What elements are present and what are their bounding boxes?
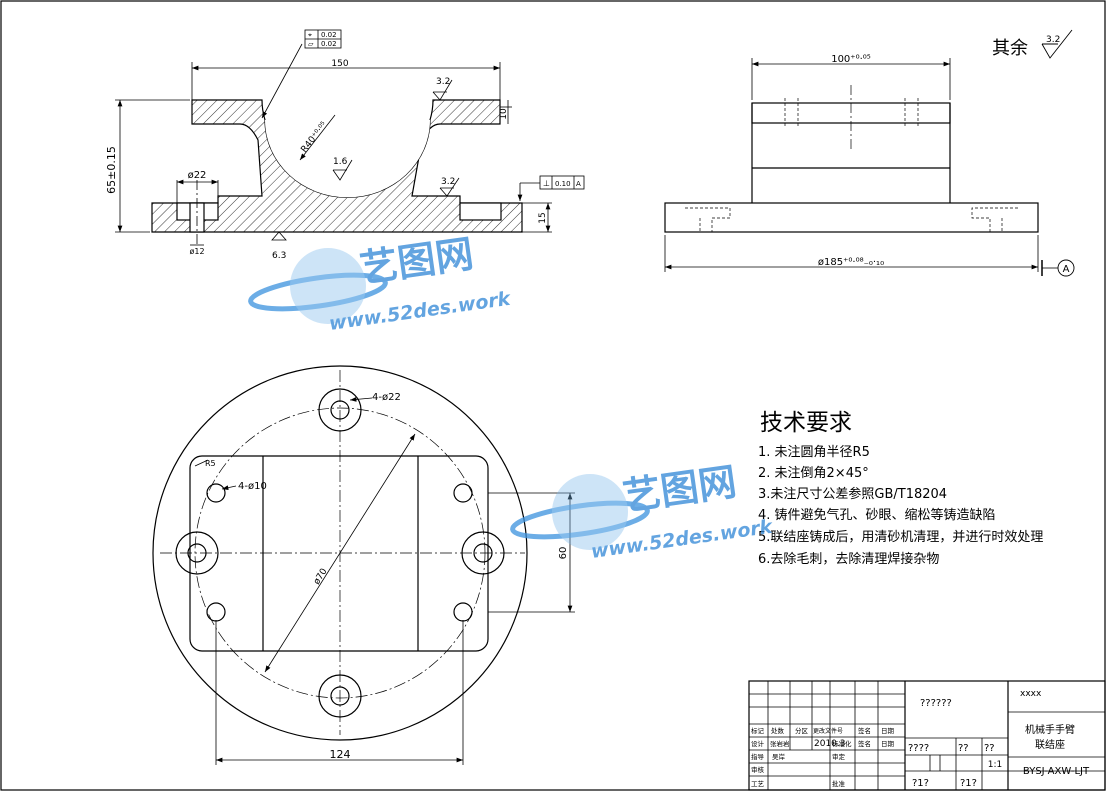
tb-q1: ?? <box>958 743 969 754</box>
tech-item: 1. 未注圆角半径R5 <box>758 445 870 460</box>
title-block <box>748 680 1106 791</box>
tb-header: 标记 <box>751 726 765 735</box>
watermark-2: 艺图网 www.52des.work <box>510 459 775 563</box>
tech-item: 6.去除毛刺，去除清理焊接杂物 <box>758 551 939 567</box>
tb-sign-label: 签名 <box>858 739 871 748</box>
tb-left-label: 审核 <box>751 765 765 774</box>
title-block-text: xxxx ?????? 机械手手臂 联结座 BYSJ-AXW-LJT 1:1 ?… <box>751 689 1090 789</box>
tb-left-label: 指导 <box>751 752 765 761</box>
side-width-dim: 100⁺⁰·⁰⁵ <box>831 54 871 65</box>
top-holes-small: 4-ø10 <box>238 481 267 492</box>
top-height-dim: 60 <box>558 547 569 560</box>
top-pcd: ø70 <box>312 567 330 587</box>
tech-requirements: 技术要求 1. 未注圆角半径R5 2. 未注倒角2×45° 3.未注尺寸公差参照… <box>758 410 1043 567</box>
top-view <box>152 365 575 765</box>
tb-mid-label: 审定 <box>832 752 846 761</box>
tb-part-name-2: 联结座 <box>1035 738 1065 751</box>
roughness-value: 3.2 <box>1046 35 1060 45</box>
tech-item: 5.联结座铸成后，用清砂机清理，并进行时效处理 <box>758 529 1043 545</box>
tb-header: 日期 <box>881 727 895 735</box>
watermark-1: 艺图网 www.52des.work <box>248 231 513 335</box>
tb-header: 处数 <box>771 726 785 735</box>
tol-perp-value: 0.10 <box>555 180 571 188</box>
tb-name: 吴岸 <box>772 753 786 761</box>
roughness-label: 其余 <box>992 38 1028 59</box>
watermark-brand: 艺图网 <box>620 459 739 518</box>
side-datum: A <box>1063 264 1070 275</box>
tb-weight-row: ???? <box>908 743 929 754</box>
tech-item: 2. 未注倒角2×45° <box>758 466 869 481</box>
tech-item: 3.未注尺寸公差参照GB/T18204 <box>758 486 947 502</box>
tb-company: xxxx <box>1020 689 1042 699</box>
top-width-dim: 124 <box>330 748 351 761</box>
tb-material: ?????? <box>920 698 952 709</box>
roughness-top-left: 3.2 <box>436 77 450 87</box>
tb-left-label: 工艺 <box>751 780 765 788</box>
tech-title: 技术要求 <box>760 410 852 436</box>
tech-item: 4. 铸件避免气孔、砂眼、缩松等铸造缺陷 <box>758 507 996 523</box>
side-view <box>664 29 1075 277</box>
top-chamfer: R5 <box>205 459 216 468</box>
front-top-thickness: 10 <box>499 108 509 120</box>
tb-q2: ?? <box>984 743 995 754</box>
tol-perp-datum: A <box>576 180 581 188</box>
front-width-dim: 150 <box>331 59 348 69</box>
tol-flatness: 0.02 <box>321 31 337 39</box>
front-base-thickness: 15 <box>538 212 548 223</box>
tb-header: 签名 <box>858 726 871 735</box>
front-section-view <box>115 29 585 246</box>
tol-position-icon: ⌖ <box>308 31 312 39</box>
roughness-center: 1.6 <box>333 157 348 167</box>
tb-date: 2010.3 <box>814 739 846 749</box>
roughness-bottom: 6.3 <box>272 251 286 261</box>
tb-designer: 张岩岩 <box>770 739 790 748</box>
tb-scale: 1:1 <box>988 760 1002 770</box>
watermark-globe-icon <box>552 474 628 550</box>
top-holes-large: 4-ø22 <box>372 392 401 403</box>
tol-flatness-icon: ⏥ <box>308 40 314 48</box>
front-small-hole: ø12 <box>189 247 204 256</box>
tb-drawing-no: BYSJ-AXW-LJT <box>1023 766 1090 777</box>
tb-header: 分区 <box>795 726 809 735</box>
tb-date-label: 日期 <box>881 740 895 748</box>
watermark-brand: 艺图网 <box>357 231 476 290</box>
tol-position: 0.02 <box>321 40 337 48</box>
side-base-dia: ø185⁺⁰·⁰⁸₋₀·₁₀ <box>818 257 884 268</box>
watermark-swoosh-icon <box>510 500 650 540</box>
roughness-top-right: 3.2 <box>441 177 455 187</box>
tb-part-name-1: 机械手手臂 <box>1025 723 1075 736</box>
tb-header: 更改文件号 <box>813 727 843 735</box>
watermark-swoosh-icon <box>248 272 388 312</box>
tb-mid-label: 批准 <box>832 779 846 788</box>
tb-design-label: 设计 <box>751 739 765 748</box>
tb-sheets2: ?1? <box>960 778 977 789</box>
watermark-globe-icon <box>290 248 366 324</box>
tb-std-label: 标准化 <box>832 739 852 748</box>
front-bore-dia: ø22 <box>188 170 207 181</box>
tol-perp-icon: ⊥ <box>543 179 550 188</box>
front-height-dim: 65±0.15 <box>105 146 118 194</box>
tb-sheets: ?1? <box>912 778 929 789</box>
